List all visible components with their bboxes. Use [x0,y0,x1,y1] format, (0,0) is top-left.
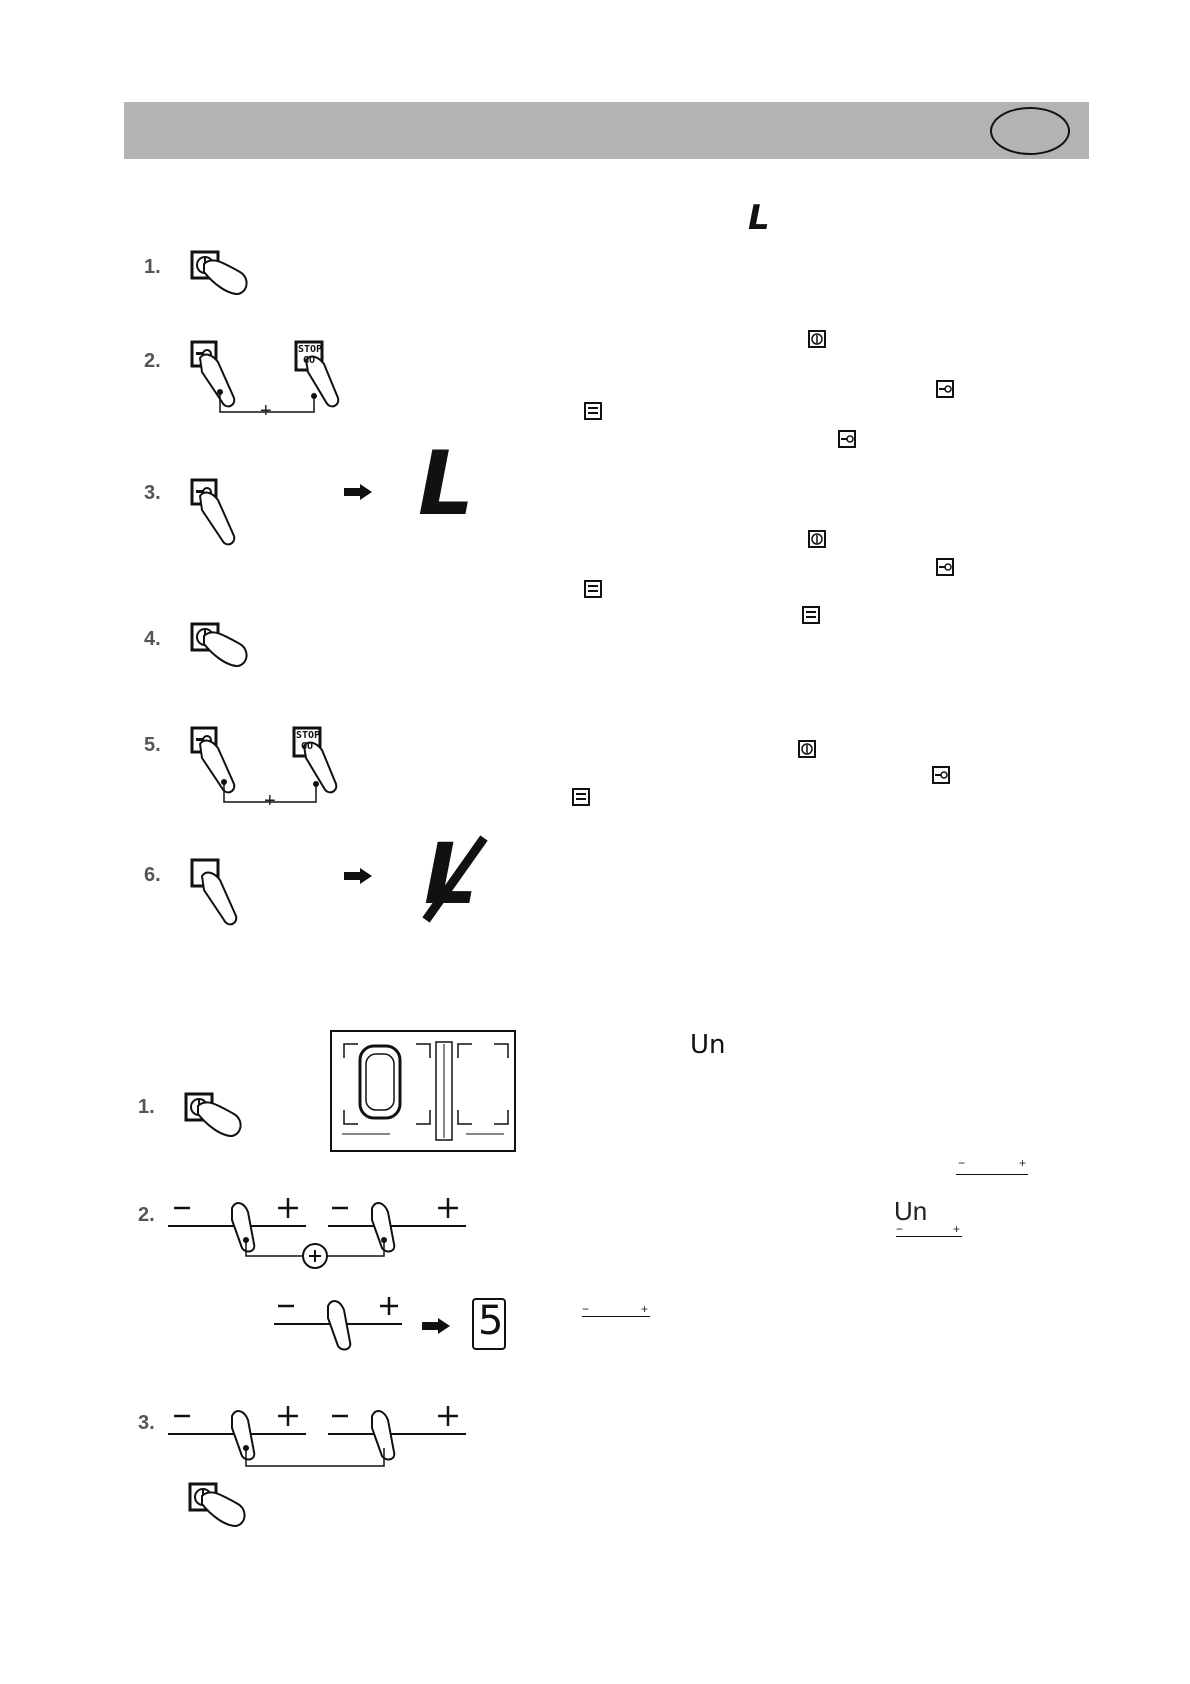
power-level-display: 5 [472,1298,506,1350]
minus-label: − [958,1156,966,1170]
hob-panel-illustration [330,1030,516,1152]
go-label: GO [300,741,314,752]
header-bar [124,102,1089,159]
slider-plus-press-illustration [274,1296,404,1366]
display-char: L [418,432,475,535]
inline-slider-icon: − + [956,1156,1028,1175]
power-display-indicator: Un [894,1196,928,1226]
power-key-press-illustration [190,248,270,308]
language-badge [990,107,1070,155]
plus-connector-label: + [260,400,272,422]
stop-label: STOP [296,730,321,741]
slider-press-illustration [168,1404,468,1478]
power-level-digit: 5 [478,1298,504,1344]
stop-label: STOP [298,344,323,355]
power-key-press-illustration [188,1480,268,1540]
step-number: 2. [144,350,161,372]
power-key-icon [190,250,248,296]
power-key-press-illustration [184,1090,264,1150]
plus-label: + [1018,1156,1026,1170]
step-number: 4. [144,628,161,650]
plus-label: + [952,1222,960,1236]
stop-key-press-illustration [190,858,260,928]
lock-key-press-illustration [190,478,260,548]
lock-and-stop-key-press-illustration: STOP GO + [190,726,360,812]
step-number: 3. [144,482,161,504]
step-number: 1. [138,1096,155,1118]
lock-and-stop-key-press-illustration: STOP GO + [190,340,360,422]
lock-display-indicator: L [748,198,770,238]
step-number: 3. [138,1412,155,1434]
step-number: 1. [144,256,161,278]
step-number: 6. [144,864,161,886]
plus-label: + [640,1302,648,1316]
power-display-indicator: Un [690,1030,726,1060]
slider-press-illustration [168,1196,468,1280]
step-number: 5. [144,734,161,756]
plus-connector-label: + [264,790,276,812]
inline-slider-icon: − + [582,1302,650,1317]
minus-label: − [896,1222,904,1236]
inline-slider-icon: − + [896,1222,962,1237]
minus-label: − [582,1302,590,1316]
go-label: GO [302,355,316,366]
step-number: 2. [138,1204,155,1226]
power-key-press-illustration [190,620,270,680]
